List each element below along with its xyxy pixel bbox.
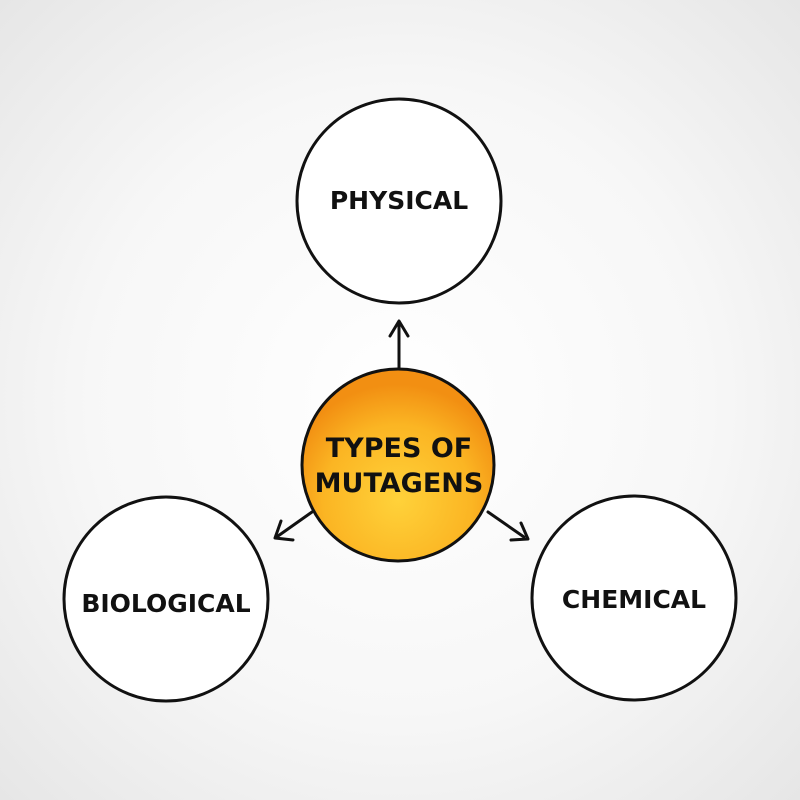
node-center-types-of-mutagens: TYPES OF MUTAGENS (300, 367, 496, 563)
arrow-to-chemical (486, 510, 530, 542)
arrow-to-physical (388, 319, 410, 370)
node-chemical-label: CHEMICAL (562, 585, 706, 614)
node-physical-label: PHYSICAL (330, 186, 468, 215)
arrow-to-biological (273, 510, 314, 542)
node-chemical: CHEMICAL (530, 494, 738, 702)
center-label-line2: MUTAGENS (315, 468, 484, 499)
node-biological-label: BIOLOGICAL (81, 589, 250, 618)
center-label-line1: TYPES OF (326, 433, 472, 464)
node-biological: BIOLOGICAL (62, 495, 270, 703)
node-physical: PHYSICAL (295, 97, 503, 305)
